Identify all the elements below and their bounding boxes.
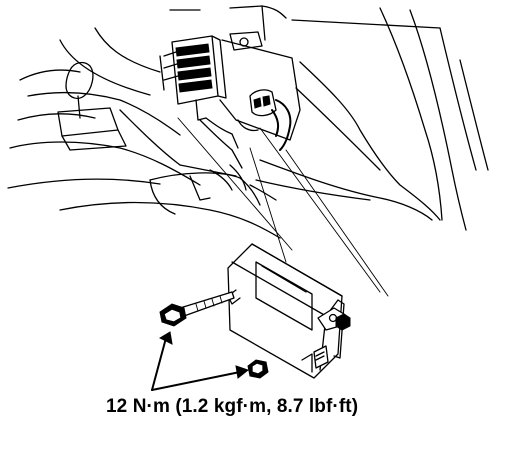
mounting-bolt bbox=[159, 291, 235, 327]
leader-lines bbox=[177, 117, 389, 297]
mounting-panel bbox=[205, 31, 301, 151]
ecm-unit bbox=[227, 243, 345, 379]
torque-callout-arrows bbox=[151, 331, 250, 391]
dashboard-background bbox=[7, 5, 489, 239]
mounting-nut bbox=[247, 359, 269, 379]
torque-spec-label: 12 N·m (1.2 kgf·m, 8.7 lbf·ft) bbox=[106, 396, 359, 417]
relay-block bbox=[159, 35, 227, 121]
ecm-side-bolt bbox=[335, 313, 351, 331]
